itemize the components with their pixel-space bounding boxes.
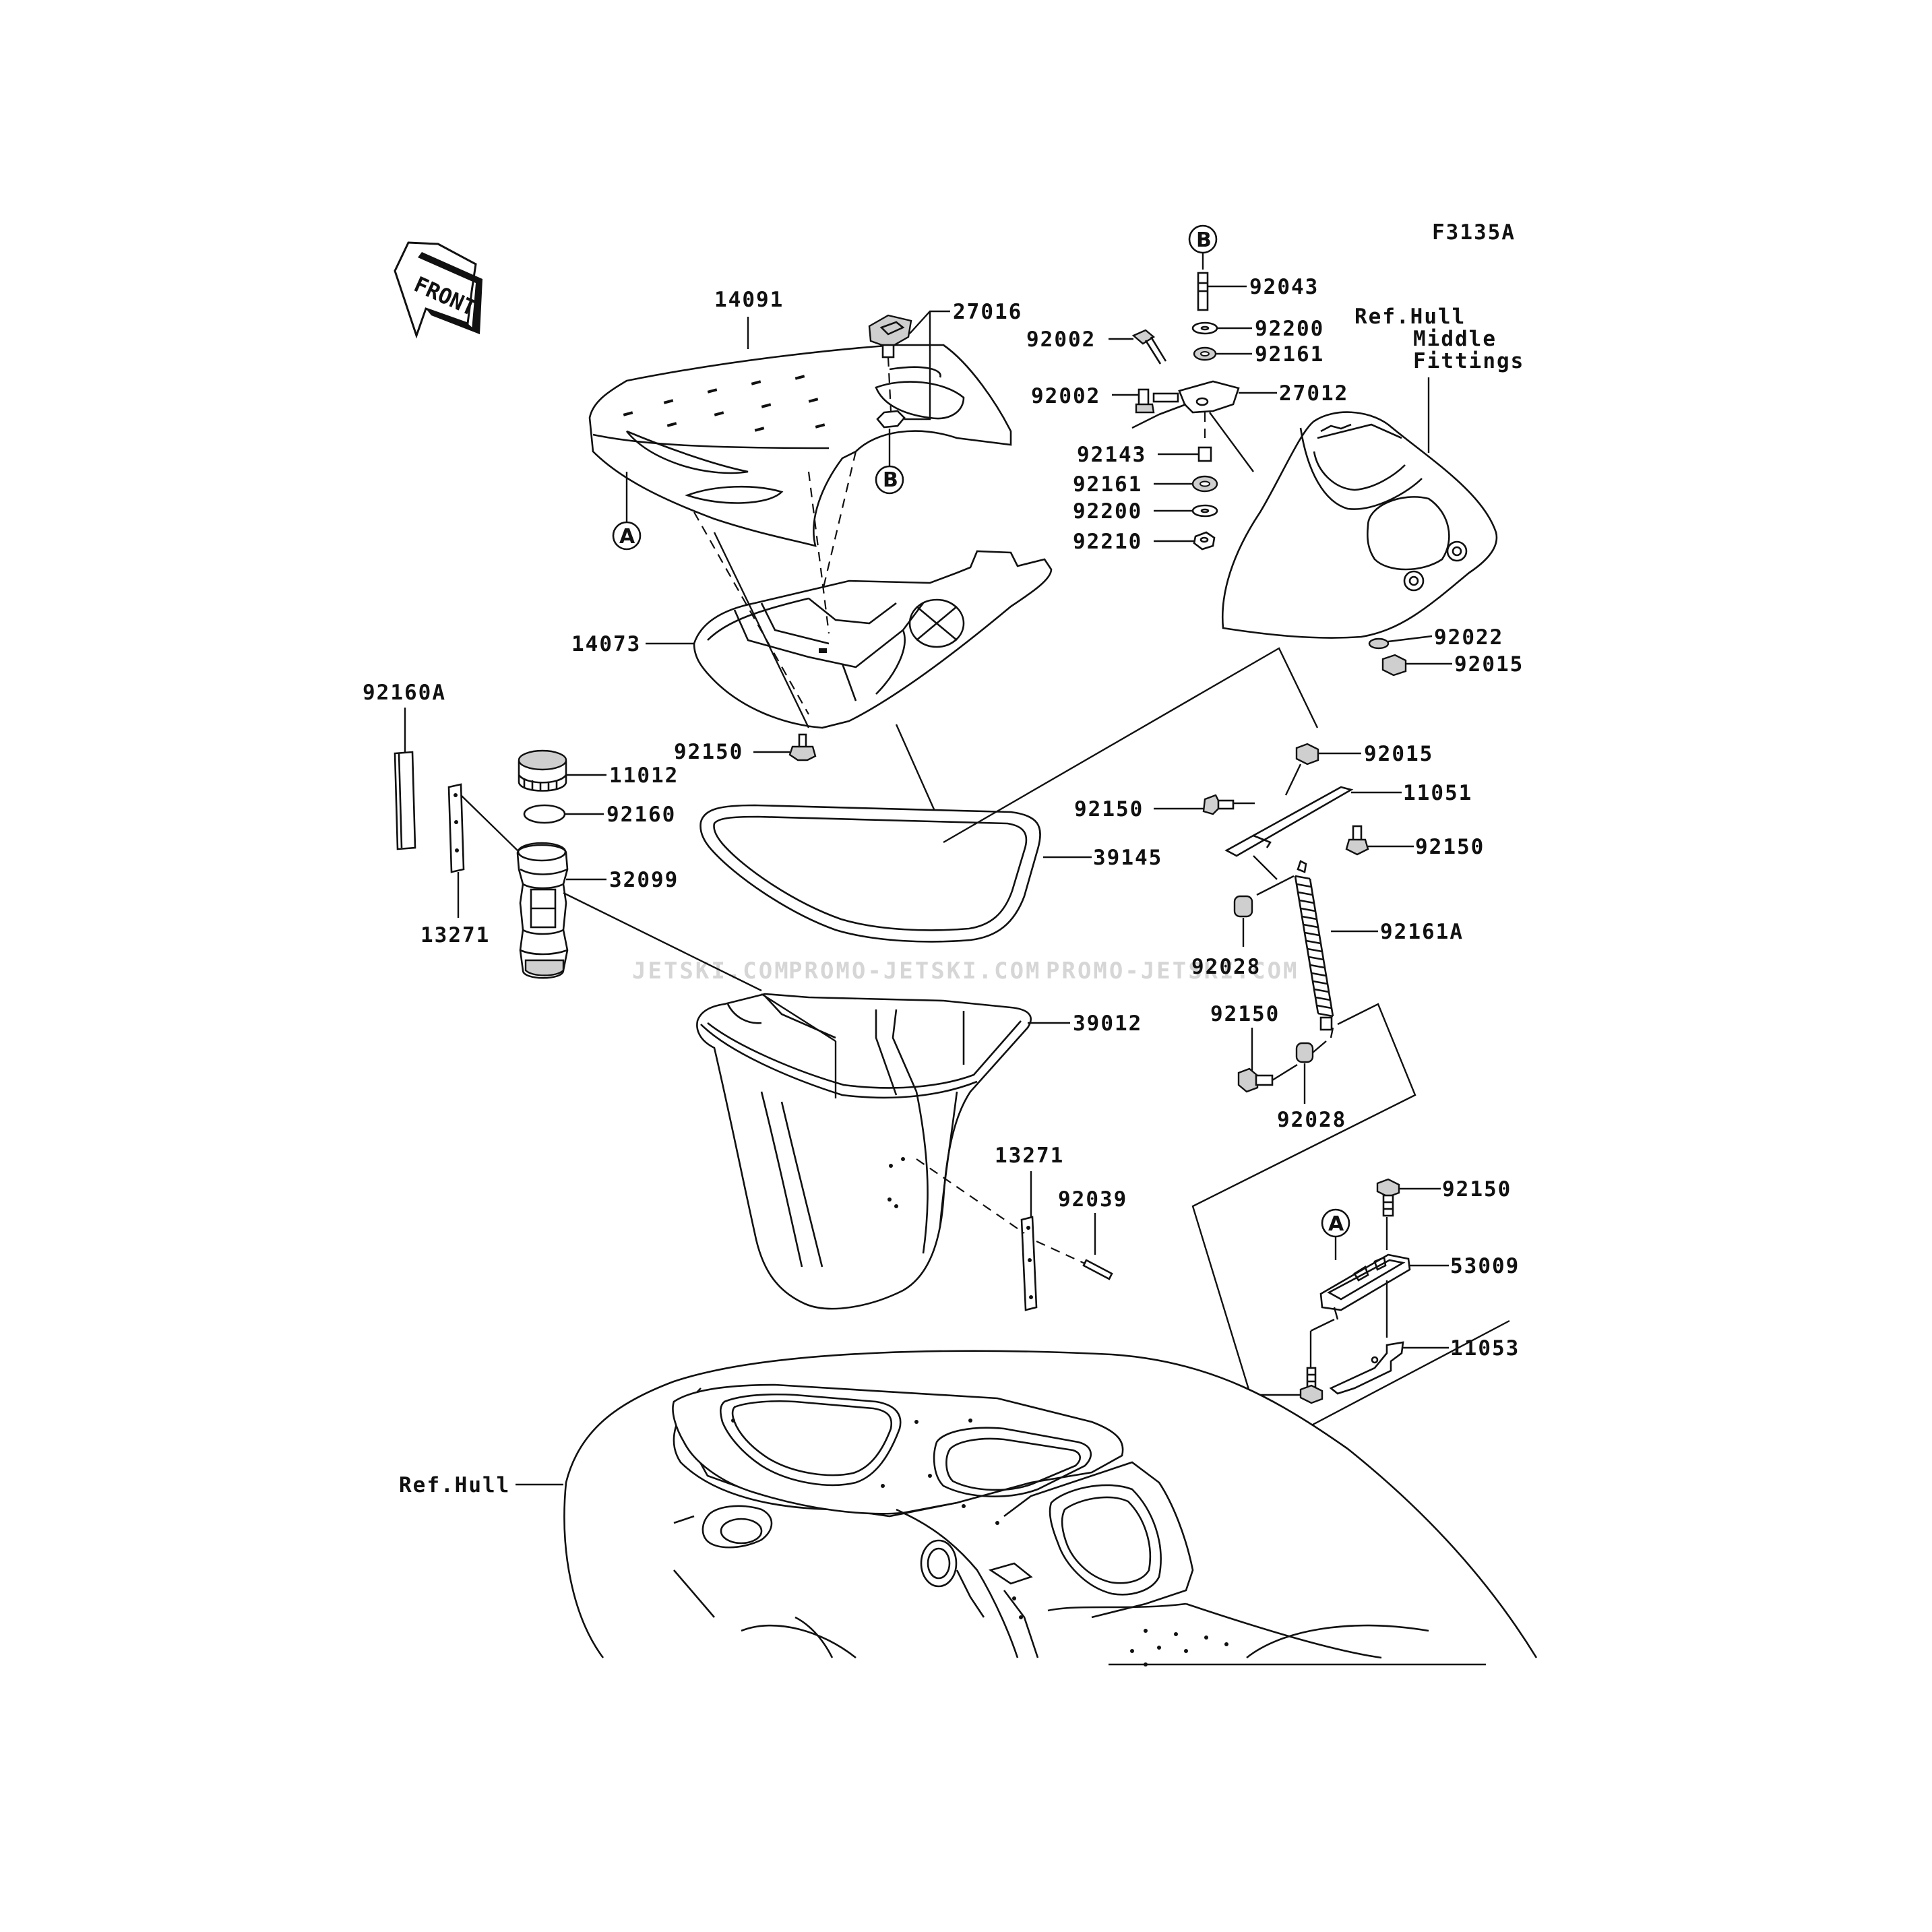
label-11012: 11012 — [609, 764, 679, 788]
label-11051: 11051 — [1403, 781, 1472, 805]
callout-b-seat: B — [875, 429, 904, 495]
part-27012-bracket: 27012 — [1131, 380, 1348, 472]
label-92150-d: 92150 — [1210, 1002, 1280, 1026]
label-14073: 14073 — [571, 632, 641, 656]
label-92022: 92022 — [1434, 625, 1503, 650]
part-92043-bolt: 92043 — [1197, 272, 1319, 311]
watermark-3: PROMO-JETSKI.COM — [1046, 958, 1299, 985]
label-92200-a: 92200 — [1255, 317, 1324, 341]
label-92210: 92210 — [1073, 530, 1142, 554]
part-92150-bolt-bracket-right: 92150 — [1345, 825, 1485, 859]
part-11012-cap: 11012 — [518, 749, 679, 792]
part-11051-bracket: 11051 — [1224, 781, 1472, 857]
svg-text:B: B — [1196, 228, 1212, 252]
part-92015-nut-upper: 92015 — [1381, 652, 1524, 677]
ref-hull-label-1: Ref.Hull — [1354, 305, 1466, 329]
part-13271-plate-left: 13271 — [420, 783, 490, 947]
part-92028-collar-lower: 92028 — [1277, 1027, 1346, 1132]
label-92160A: 92160A — [363, 681, 446, 705]
part-92015-nut-lower: 92015 — [1284, 742, 1433, 796]
part-39145-gasket: 39145 — [699, 804, 1162, 943]
label-92028-a: 92028 — [1191, 955, 1261, 979]
part-92161-grommet-lower: 92161 — [1073, 472, 1218, 497]
part-32099-filler-tube: 32099 — [460, 794, 762, 992]
svg-text:A: A — [619, 525, 635, 549]
label-13271-a: 13271 — [420, 923, 490, 947]
watermark-2: PROMO-JETSKI.COM — [788, 958, 1042, 985]
part-92039-pin: 92039 — [1036, 1187, 1127, 1280]
label-13271-b: 13271 — [995, 1144, 1064, 1168]
part-92161-grommet-top: 92161 — [1193, 342, 1324, 367]
part-27016-latch: 27016 — [868, 300, 1022, 429]
part-39012-storage-bucket: 39012 — [696, 993, 1142, 1310]
label-27012: 27012 — [1279, 381, 1348, 406]
label-92015-a: 92015 — [1454, 652, 1524, 677]
label-14091: 14091 — [714, 288, 784, 312]
part-92150-bolt-bracket-left: 92150 — [1074, 794, 1255, 821]
part-92150-bolt-tray: 92150 — [674, 733, 817, 764]
part-92002-bolt-upper: 92002 — [1026, 328, 1167, 365]
part-92200-washer-top: 92200 — [1191, 317, 1324, 341]
part-92160-oring: 92160 — [523, 803, 676, 827]
part-11053-bracket: 11053 — [1329, 1336, 1520, 1395]
part-53009-latch: 53009 — [1319, 1253, 1520, 1338]
label-92161-b: 92161 — [1073, 472, 1142, 497]
label-92150-b: 92150 — [1074, 797, 1144, 821]
label-92039: 92039 — [1058, 1187, 1127, 1212]
watermark-1: JETSKI.COM — [632, 958, 790, 985]
label-39145: 39145 — [1093, 846, 1162, 870]
callout-b-top: B — [1188, 224, 1218, 270]
label-92150-a: 92150 — [674, 740, 743, 764]
label-92161-a: 92161 — [1255, 342, 1324, 367]
front-arrow-icon: FRONT — [394, 241, 482, 339]
part-92160A-strip: 92160A — [363, 681, 446, 850]
part-92150-bolt-spring: 92150 — [1210, 1002, 1298, 1093]
ref-hull-label-2: Middle — [1413, 327, 1497, 351]
label-92200-b: 92200 — [1073, 499, 1142, 524]
part-92161A-spring: 92161A — [1294, 860, 1464, 1031]
label-92161A: 92161A — [1380, 920, 1464, 944]
part-92028-collar-upper: 92028 — [1191, 875, 1295, 979]
part-92210-nut: 92210 — [1073, 530, 1216, 554]
label-92150-e: 92150 — [1442, 1177, 1512, 1202]
ref-hull-label: Ref.Hull — [399, 1473, 510, 1497]
part-92200-washer-lower: 92200 — [1073, 499, 1218, 524]
part-14073-seat-tray: 14073 — [571, 550, 1053, 729]
callout-a-lower: A — [1321, 1208, 1350, 1260]
label-92150-c: 92150 — [1415, 835, 1485, 859]
callout-a-left: A — [612, 472, 642, 551]
label-92043: 92043 — [1249, 275, 1319, 299]
label-39012: 39012 — [1073, 1011, 1142, 1036]
part-92150-bolt-latch-top: 92150 — [1376, 1177, 1512, 1250]
label-92160: 92160 — [606, 803, 676, 827]
label-27016: 27016 — [953, 300, 1022, 324]
label-92002-a: 92002 — [1026, 328, 1096, 352]
svg-text:B: B — [883, 468, 898, 492]
label-92002-b: 92002 — [1031, 384, 1100, 408]
label-11053: 11053 — [1450, 1336, 1520, 1361]
ref-hull: Ref.Hull — [399, 1350, 1538, 1666]
label-32099: 32099 — [609, 868, 679, 892]
label-92143: 92143 — [1077, 443, 1146, 467]
ref-hull-middle-fittings: Ref.Hull Middle Fittings — [1222, 305, 1524, 639]
ref-hull-label-3: Fittings — [1413, 349, 1524, 373]
label-92028-b: 92028 — [1277, 1108, 1346, 1132]
svg-text:A: A — [1328, 1212, 1344, 1236]
label-92015-b: 92015 — [1364, 742, 1433, 766]
part-13271-plate-right: 13271 — [916, 1144, 1064, 1311]
part-92143-collar: 92143 — [1077, 412, 1212, 467]
part-92002-bolt-lower: 92002 — [1031, 384, 1179, 414]
part-14091-seat-cover: 14091 — [588, 288, 1012, 547]
diagram-code: F3135A — [1432, 220, 1516, 245]
part-92022-washer: 92022 — [1368, 625, 1503, 650]
label-53009: 53009 — [1450, 1254, 1520, 1278]
